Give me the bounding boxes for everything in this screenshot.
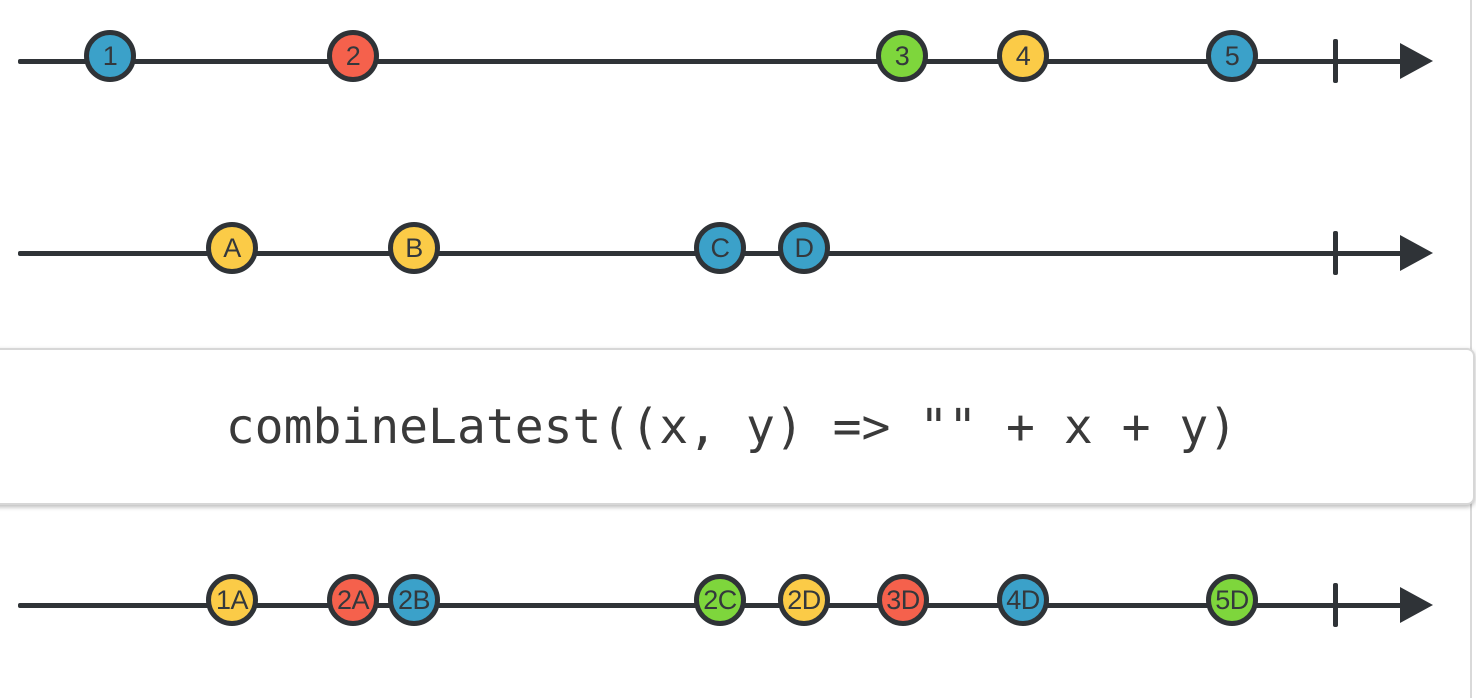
marble-2[interactable]: 2 bbox=[327, 30, 379, 82]
marble-label: 2 bbox=[345, 40, 361, 71]
marble-label: C bbox=[710, 232, 731, 263]
marble-4[interactable]: 4 bbox=[997, 30, 1049, 82]
marble-3[interactable]: 3 bbox=[876, 30, 928, 82]
complete-tick-output bbox=[1332, 583, 1338, 627]
complete-tick-source-2[interactable] bbox=[1332, 231, 1338, 275]
marble-label: B bbox=[405, 232, 423, 263]
marble-2A: 2A bbox=[327, 574, 379, 626]
marble-B[interactable]: B bbox=[388, 222, 440, 274]
complete-tick-source-1[interactable] bbox=[1332, 39, 1338, 83]
marble-label: 1A bbox=[215, 584, 249, 615]
marble-D[interactable]: D bbox=[778, 222, 830, 274]
marble-label: D bbox=[794, 232, 815, 263]
marble-label: 1 bbox=[102, 40, 118, 71]
timeline-arrow-icon bbox=[1400, 587, 1433, 623]
marble-5D: 5D bbox=[1206, 574, 1258, 626]
marble-2C: 2C bbox=[694, 574, 746, 626]
marble-5[interactable]: 5 bbox=[1206, 30, 1258, 82]
marble-A[interactable]: A bbox=[206, 222, 258, 274]
marble-label: 5 bbox=[1224, 40, 1240, 71]
timeline-line bbox=[18, 58, 1410, 64]
marble-2B: 2B bbox=[388, 574, 440, 626]
marble-label: 4 bbox=[1015, 40, 1031, 71]
marble-C[interactable]: C bbox=[694, 222, 746, 274]
marble-label: 4D bbox=[1006, 584, 1040, 615]
marble-1A: 1A bbox=[206, 574, 258, 626]
marble-label: 3 bbox=[894, 40, 910, 71]
marble-2D: 2D bbox=[778, 574, 830, 626]
marble-label: 2C bbox=[703, 584, 737, 615]
marble-label: 3D bbox=[886, 584, 920, 615]
timeline-arrow-icon bbox=[1400, 43, 1433, 79]
marble-3D: 3D bbox=[877, 574, 929, 626]
marble-label: 2A bbox=[336, 584, 370, 615]
operator-label: combineLatest((x, y) => "" + x + y) bbox=[225, 398, 1238, 455]
timeline-arrow-icon bbox=[1400, 235, 1433, 271]
marble-1[interactable]: 1 bbox=[84, 30, 136, 82]
marble-label: 2D bbox=[787, 584, 821, 615]
marble-label: 2B bbox=[397, 584, 431, 615]
marble-label: A bbox=[223, 232, 241, 263]
operator-box: combineLatest((x, y) => "" + x + y) bbox=[0, 348, 1475, 505]
marble-4D: 4D bbox=[997, 574, 1049, 626]
marble-label: 5D bbox=[1215, 584, 1249, 615]
